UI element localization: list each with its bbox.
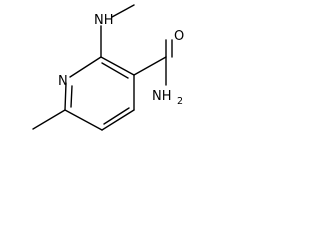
- pyridine-ring: [64, 56, 135, 131]
- bond-c3-amide-c: [133, 56, 167, 76]
- bond-c3-c2-inner: [101, 62, 129, 79]
- bond-c6-c5: [64, 109, 103, 131]
- bond-c5-c4-inner: [103, 107, 130, 125]
- chemical-structure: N NH O NH 2: [32, 4, 184, 131]
- methyl-bond: [32, 109, 66, 130]
- ring-nitrogen-label: N: [58, 74, 68, 89]
- bond-c2-n1: [69, 56, 102, 78]
- amide-nitrogen-label: NH: [152, 89, 172, 104]
- bond-n1-c6: [64, 82, 67, 111]
- bond-n1-c6-inner: [70, 85, 73, 108]
- carbonyl-oxygen-label: O: [174, 29, 184, 44]
- bond-c5-c4: [101, 109, 135, 131]
- amide-subscript-label: 2: [177, 96, 183, 107]
- bond-c3-c2: [100, 56, 135, 76]
- amino-nitrogen-label: NH: [94, 13, 114, 28]
- n-methyl-bond: [111, 4, 135, 18]
